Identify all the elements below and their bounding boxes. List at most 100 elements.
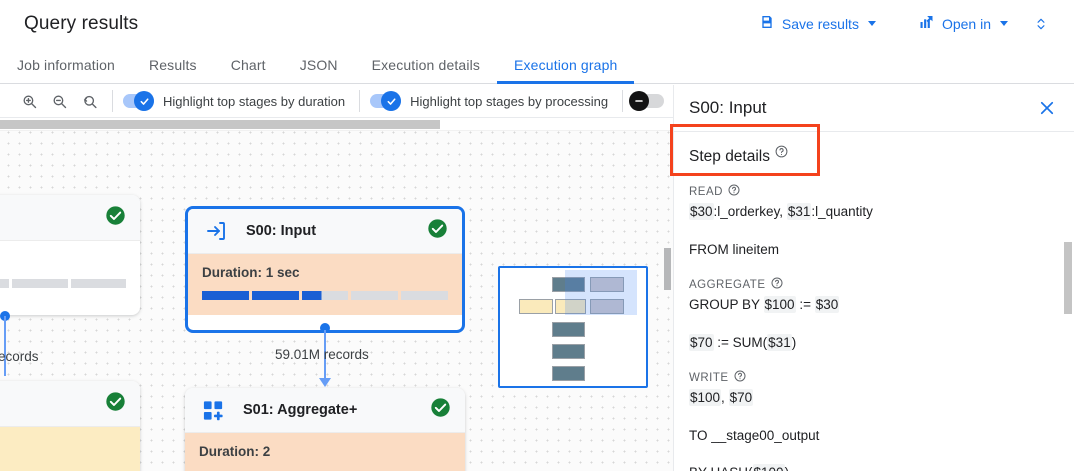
toggle-knob — [381, 91, 402, 111]
graph-node-s00-input[interactable]: S00: Input Duration: 1 sec — [185, 206, 465, 333]
edge-connector-dot — [320, 323, 330, 333]
bar-segment — [351, 291, 399, 300]
open-in-button[interactable]: Open in — [908, 8, 1018, 39]
toggle-switch-third[interactable] — [629, 91, 665, 111]
toolbar-divider — [622, 90, 624, 112]
check-circle-icon — [428, 219, 447, 238]
minimap-node — [552, 277, 585, 292]
section-label-write: WRITE — [689, 370, 1056, 385]
bar-segment — [0, 279, 10, 288]
edge-line — [324, 330, 326, 382]
toggle-highlight-duration[interactable]: Highlight top stages by duration — [123, 91, 345, 111]
section-label-read: READ — [689, 184, 1056, 199]
section-label-text: AGGREGATE — [689, 278, 766, 291]
section-text-byhash: BY HASH($100) — [689, 463, 1056, 471]
tab-execution-graph[interactable]: Execution graph — [497, 47, 635, 84]
expand-collapse-icon — [1037, 18, 1045, 29]
status-success-icon — [105, 391, 126, 417]
bar-segment — [301, 291, 349, 300]
help-circle-icon[interactable] — [728, 184, 740, 199]
toggle-third[interactable] — [629, 91, 665, 111]
section-text-groupby: GROUP BY $100 := $30 — [689, 296, 840, 314]
chart-bar-icon — [918, 14, 935, 33]
minimap-node — [552, 344, 585, 359]
section-text-write: $100, $70 — [689, 389, 754, 407]
close-button[interactable] — [1034, 95, 1060, 121]
toggle-knob — [134, 91, 154, 111]
minimap-node — [519, 299, 553, 314]
expand-collapse-button[interactable] — [1018, 8, 1060, 40]
zoom-in-icon — [23, 95, 36, 108]
panel-header: S00: Input — [674, 85, 1074, 132]
help-circle-icon[interactable] — [775, 145, 788, 163]
graph-node-s01-aggregate[interactable]: S01: Aggregate+ Duration: 2 — [185, 388, 465, 471]
minimap-viewport[interactable] — [565, 270, 637, 315]
graph-toolbar: Highlight top stages by duration Highlig… — [0, 85, 673, 118]
tab-bar: Job information Results Chart JSON Execu… — [0, 47, 1074, 84]
tab-execution-details[interactable]: Execution details — [371, 57, 481, 73]
zoom-out-button[interactable] — [46, 88, 72, 114]
check-icon — [387, 97, 396, 105]
tab-job-information[interactable]: Job information — [17, 57, 115, 73]
node-title: S00: Input — [246, 223, 317, 239]
node-progress-bar — [202, 291, 448, 300]
check-circle-icon — [106, 205, 125, 225]
node-duration-label: Duration: 1 sec — [202, 265, 300, 280]
zoom-controls — [0, 88, 102, 114]
section-text-sum: $70 := SUM($31) — [689, 333, 797, 351]
node-header: S00: Input — [188, 209, 462, 254]
page-header: Query results Save results Open in — [0, 0, 1074, 47]
save-results-button[interactable]: Save results — [749, 8, 886, 39]
toggle-label-processing: Highlight top stages by processing — [410, 93, 609, 109]
section-label-aggregate: AGGREGATE — [689, 277, 1056, 292]
minimap[interactable] — [498, 266, 648, 388]
tab-results[interactable]: Results — [148, 57, 197, 73]
status-success-icon — [427, 218, 448, 244]
panel-body[interactable]: Step details READ $30:l_orderkey, $31:l_… — [674, 132, 1074, 471]
check-icon — [140, 97, 148, 105]
section-text-read: $30:l_orderkey, $31:l_quantity — [689, 203, 873, 220]
bar-segment — [251, 291, 299, 300]
chevron-down-icon — [1000, 21, 1008, 26]
canvas-hscroll-thumb[interactable] — [0, 120, 440, 129]
aggregate-plus-icon — [199, 396, 227, 424]
page-title: Query results — [24, 12, 139, 34]
step-details-heading: Step details — [689, 145, 1056, 166]
zoom-reset-button[interactable] — [76, 88, 102, 114]
help-circle-icon[interactable] — [771, 277, 783, 292]
minimap-node — [590, 299, 624, 314]
open-in-label: Open in — [941, 15, 991, 32]
graph-node-left-top[interactable] — [0, 195, 140, 315]
panel-scrollbar-thumb[interactable] — [1064, 242, 1072, 314]
check-circle-icon — [431, 398, 450, 417]
zoom-in-button[interactable] — [16, 88, 42, 114]
minimap-node — [590, 277, 624, 292]
zoom-out-icon — [53, 95, 66, 108]
execution-graph-canvas[interactable]: ecords S00: Input Du — [0, 118, 673, 471]
node-progress-bar — [0, 279, 126, 288]
node-duration-band: Duration: 2 — [185, 433, 465, 471]
toolbar-divider — [112, 90, 113, 112]
graph-node-left-bottom[interactable] — [0, 381, 140, 471]
toolbar-divider — [359, 90, 361, 112]
status-success-icon — [105, 205, 126, 231]
toggle-switch-processing[interactable] — [370, 91, 402, 111]
status-success-icon — [430, 397, 451, 423]
save-icon — [759, 14, 775, 33]
step-details-label: Step details — [689, 148, 770, 165]
canvas-vscroll-thumb[interactable] — [664, 248, 671, 290]
help-circle-icon[interactable] — [734, 370, 746, 385]
toggle-highlight-processing[interactable]: Highlight top stages by processing — [370, 91, 609, 111]
canvas-horizontal-scrollbar[interactable] — [0, 118, 673, 131]
node-duration-band: Duration: 1 sec — [188, 254, 462, 315]
section-label-text: READ — [689, 185, 723, 198]
minimap-node — [552, 322, 585, 337]
toggle-switch-duration[interactable] — [123, 91, 154, 111]
edge-arrow-icon — [319, 378, 331, 387]
tab-json[interactable]: JSON — [299, 57, 338, 73]
node-header — [0, 381, 140, 427]
node-header: S01: Aggregate+ — [185, 388, 465, 433]
tab-chart[interactable]: Chart — [230, 57, 266, 73]
zoom-reset-icon — [83, 95, 97, 108]
